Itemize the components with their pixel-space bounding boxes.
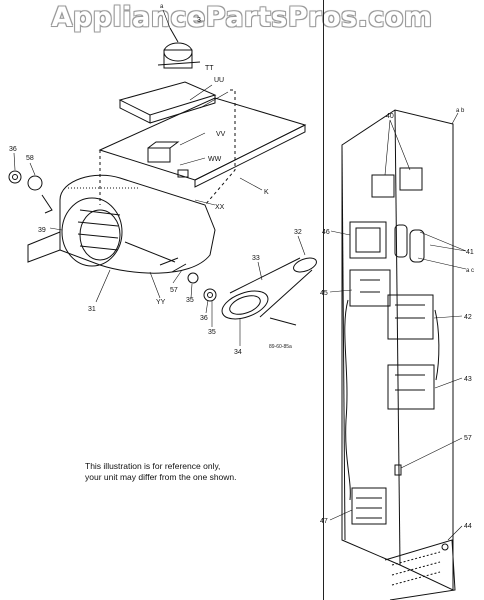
label-44: 44 [464,523,472,530]
terminal-block-47 [351,487,387,525]
blower-deck-panel [98,97,307,181]
label-36-b: 36 [200,315,208,322]
label-35-a: 35 [186,297,194,304]
watermark-logo: AppliancePartsPros.com [51,2,433,33]
reference-note-line-2: your unit may differ from the one shown. [85,472,237,482]
motor-pulley-36 [203,288,217,302]
label-57-left: 57 [170,287,178,294]
label-58: 58 [26,155,34,162]
label-VV: VV [216,131,226,138]
motor-assembly [157,27,201,69]
contactor-42 [387,294,434,340]
label-46: 46 [322,229,330,236]
label-ac: a c [466,268,474,274]
pulley-hub-36 [8,170,22,184]
panel-divider [323,0,324,600]
label-31: 31 [88,306,96,313]
capacitor-41-a [394,224,408,258]
label-YY: YY [156,299,166,306]
label-ab: a b [456,108,465,114]
bottom-plate-44 [384,539,456,600]
label-42: 42 [464,314,472,321]
label-45: 45 [320,290,328,297]
belt-drive [221,257,317,326]
label-TT: TT [205,65,214,72]
label-36: 36 [9,146,17,153]
capacitor-41-b [409,229,425,263]
label-34: 34 [234,349,242,356]
label-UU: UU [214,77,224,84]
label-35-b: 35 [208,329,216,336]
reference-note-line-1: This illustration is for reference only, [85,461,221,471]
label-a-top: a [160,4,164,10]
transformer-46 [349,221,387,259]
retaining-ring-58 [27,175,43,191]
label-41: 41 [466,249,474,256]
label-33: 33 [252,255,260,262]
label-WW: WW [208,156,222,163]
blower-housing [27,174,216,274]
label-57-right: 57 [464,435,472,442]
label-K: K [264,189,269,196]
relay-40-right [399,167,423,191]
small-relay-block [147,147,171,163]
motor-mount-bracket [118,81,217,116]
label-43: 43 [464,376,472,383]
contactor-45 [349,269,391,307]
label-47: 47 [320,518,328,525]
drawing-reference-number: 89-60-85a [269,344,292,350]
part-57-right [394,464,402,476]
label-40: 40 [386,113,394,120]
label-XX: XX [215,204,225,211]
contactor-43 [387,364,435,410]
label-32: 32 [294,229,302,236]
label-39: 39 [38,227,46,234]
label-3: 3 [197,17,201,24]
reference-note: This illustration is for reference only,… [85,461,237,483]
relay-40-left [371,174,395,198]
